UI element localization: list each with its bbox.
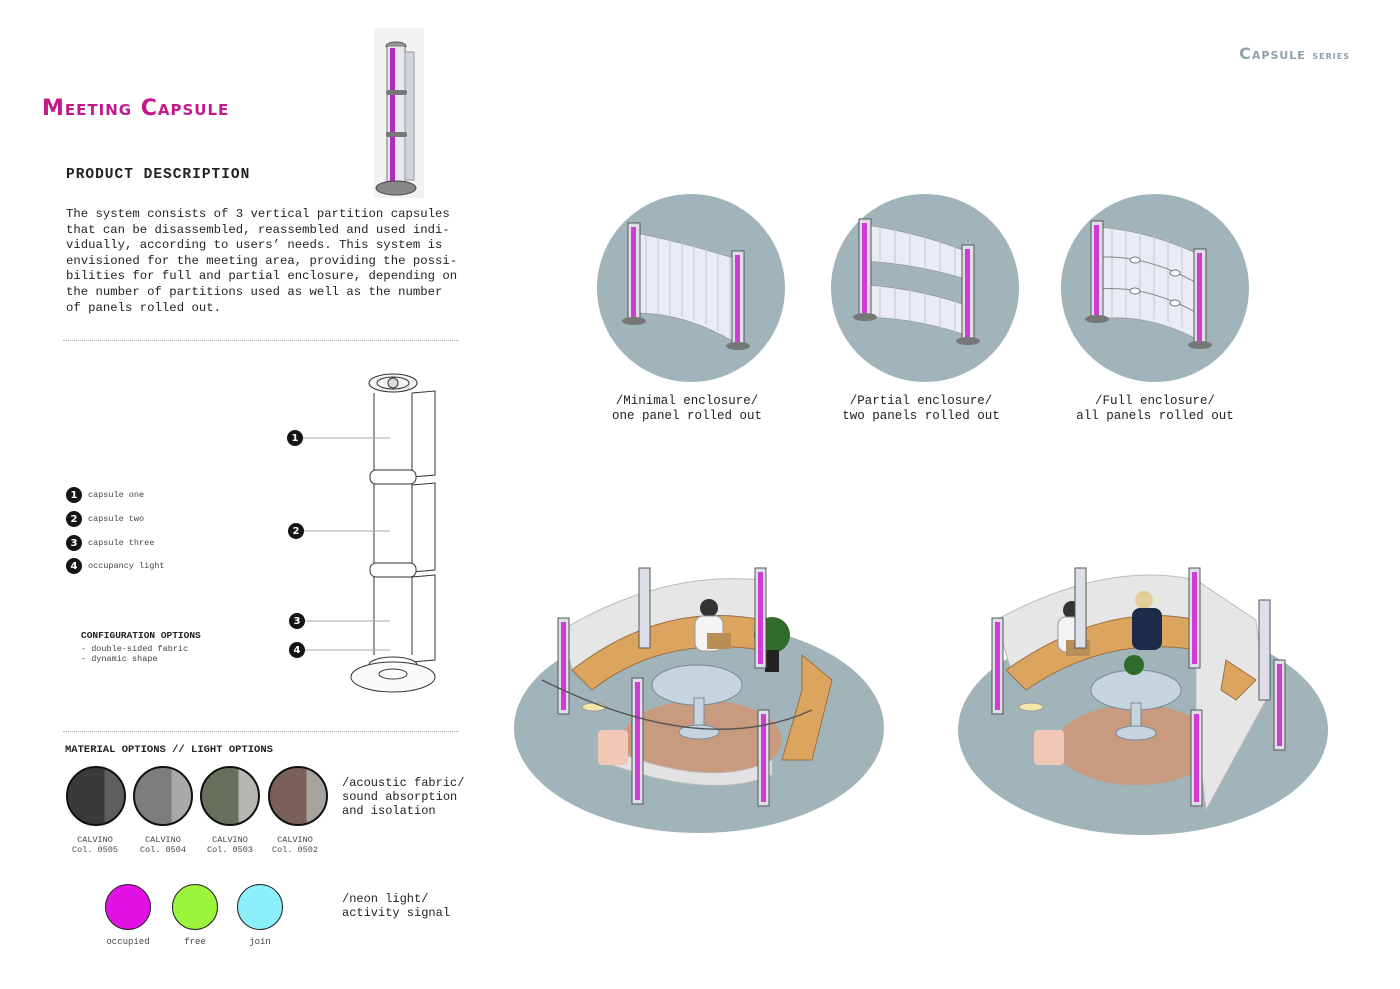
meeting-scene-right [958, 567, 1328, 835]
full-enclosure-caption: /Full enclosure/ all panels rolled out [1076, 394, 1234, 423]
series-sub: series [1312, 49, 1350, 62]
legend: 1 capsule one 2 capsule two 3 capsule th… [66, 487, 165, 574]
legend-label: capsule two [88, 514, 145, 524]
series-label: Capsule series [1239, 44, 1350, 63]
series-main: Capsule [1239, 44, 1306, 63]
legend-item: 2 capsule two [66, 511, 165, 527]
minimal-enclosure-illustration [597, 194, 785, 382]
legend-item: 4 occupancy light [66, 558, 165, 574]
callout-2: 2 [288, 523, 304, 539]
page-title: Meeting Capsule [42, 96, 230, 121]
swatch-label: CALVINO Col. 0502 [250, 835, 340, 855]
light-swatch-free[interactable] [172, 884, 218, 930]
legend-number: 3 [66, 535, 82, 551]
divider-bottom [63, 731, 459, 732]
light-label: occupied [106, 937, 150, 947]
minimal-enclosure-caption: /Minimal enclosure/ one panel rolled out [611, 394, 763, 423]
capsule-drawing [295, 373, 436, 693]
fabric-note: /acoustic fabric/ sound absorption and i… [342, 776, 465, 818]
swatch-label: CALVINO Col. 0504 [118, 835, 208, 855]
swatch-code: Col. 0505 [72, 845, 118, 855]
partial-enclosure-caption: /Partial enclosure/ two panels rolled ou… [842, 394, 1000, 423]
legend-label: capsule one [88, 490, 145, 500]
legend-number: 4 [66, 558, 82, 574]
meeting-scene-left [514, 567, 884, 833]
swatch-name: CALVINO [77, 835, 113, 845]
materials-heading: MATERIAL OPTIONS // LIGHT OPTIONS [65, 744, 273, 756]
partial-enclosure-illustration [831, 194, 1019, 382]
legend-label: capsule three [88, 538, 155, 548]
full-enclosure-illustration [1061, 194, 1249, 382]
swatch-code: Col. 0504 [140, 845, 186, 855]
divider-top [63, 340, 459, 341]
legend-item: 1 capsule one [66, 487, 165, 503]
description-body: The system consists of 3 vertical partit… [66, 207, 458, 315]
light-note: /neon light/ activity signal [342, 892, 451, 920]
swatch-label: CALVINO Col. 0505 [50, 835, 140, 855]
swatch-name: CALVINO [145, 835, 181, 845]
swatch-name: CALVINO [212, 835, 248, 845]
light-label: join [249, 937, 271, 947]
fabric-swatch[interactable] [133, 766, 193, 826]
fabric-swatch[interactable] [66, 766, 126, 826]
swatch-label: CALVINO Col. 0503 [185, 835, 275, 855]
configuration-item: - dynamic shape [81, 654, 158, 664]
description-heading: PRODUCT DESCRIPTION [66, 167, 251, 183]
swatch-name: CALVINO [277, 835, 313, 845]
capsule-thumbnail [374, 28, 424, 198]
legend-number: 2 [66, 511, 82, 527]
callout-3: 3 [289, 613, 305, 629]
swatch-code: Col. 0502 [272, 845, 318, 855]
fabric-swatch[interactable] [200, 766, 260, 826]
configuration-item: - double-sided fabric [81, 644, 189, 654]
callout-4: 4 [289, 642, 305, 658]
fabric-swatch[interactable] [268, 766, 328, 826]
light-label: free [184, 937, 206, 947]
legend-number: 1 [66, 487, 82, 503]
light-swatch-occupied[interactable] [105, 884, 151, 930]
light-swatch-join[interactable] [237, 884, 283, 930]
swatch-code: Col. 0503 [207, 845, 253, 855]
configuration-options: CONFIGURATION OPTIONS - double-sided fab… [81, 630, 201, 664]
legend-item: 3 capsule three [66, 535, 165, 551]
legend-label: occupancy light [88, 561, 165, 571]
configuration-heading: CONFIGURATION OPTIONS [81, 630, 201, 641]
callout-1: 1 [287, 430, 303, 446]
